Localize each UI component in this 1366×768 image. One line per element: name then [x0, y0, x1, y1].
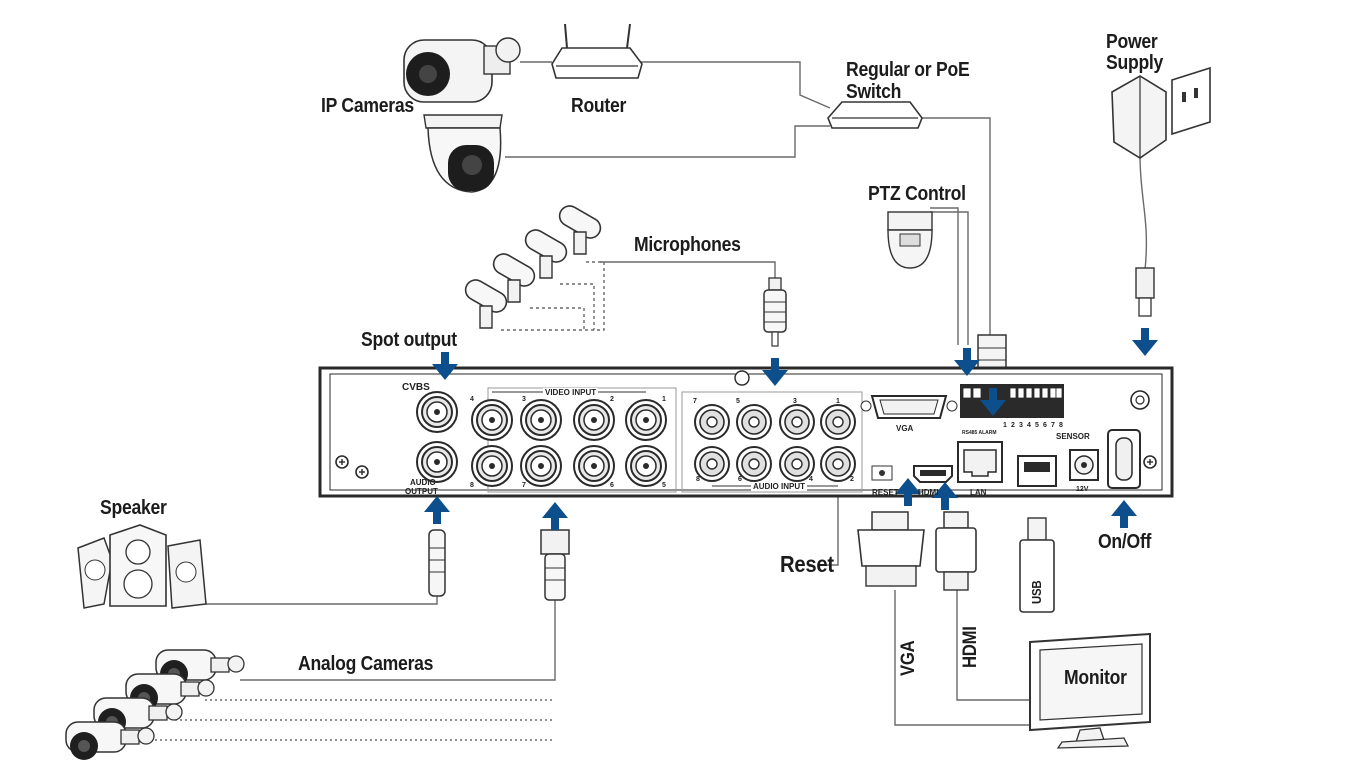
panel-power-rating: 12V — [1076, 486, 1089, 493]
dc-power-port[interactable] — [1069, 449, 1099, 481]
sensor-number: 2 — [1011, 422, 1015, 429]
audio-number: 1 — [836, 398, 840, 405]
panel-audio-output-line1: AUDIO — [410, 478, 436, 487]
label-hdmi-cable: HDMI — [960, 626, 981, 668]
audio-number: 5 — [736, 398, 740, 405]
label-speaker: Speaker — [100, 497, 167, 519]
power-switch[interactable] — [1107, 429, 1141, 489]
sensor-number: 8 — [1059, 422, 1063, 429]
label-microphones: Microphones — [634, 234, 741, 256]
rca-plug-icon — [763, 277, 787, 347]
label-power-supply-line1: Power — [1106, 31, 1158, 53]
microphones-icon — [461, 201, 605, 329]
ip-dome-camera-icon — [423, 114, 503, 193]
cvbs-port[interactable] — [416, 391, 458, 433]
panel-cvbs: CVBS — [402, 382, 430, 393]
label-switch-line1: Regular or PoE — [846, 59, 970, 81]
panel-lan: LAN — [970, 488, 987, 497]
usb-stick-icon — [1019, 517, 1055, 613]
ip-bullet-camera-icon — [403, 37, 521, 103]
label-on-off: On/Off — [1098, 531, 1152, 553]
router-icon — [551, 23, 643, 79]
label-vga-cable: VGA — [898, 640, 919, 676]
hdmi-plug-icon — [935, 511, 977, 591]
sensor-number: 6 — [1043, 422, 1047, 429]
panel-hdmi: HDMI — [918, 488, 939, 497]
usb-port[interactable] — [1017, 455, 1057, 487]
hdmi-port[interactable] — [913, 465, 953, 483]
panel-rs485: RS485 ALARM — [962, 430, 997, 436]
vga-plug-icon — [857, 511, 925, 587]
audio-number: 6 — [738, 476, 742, 483]
bnc-plug-icon — [540, 529, 570, 601]
audio-number: 2 — [850, 476, 854, 483]
monitor-icon — [1029, 632, 1151, 749]
ptz-camera-icon — [887, 211, 933, 269]
audio-number: 4 — [809, 476, 813, 483]
lan-port[interactable] — [957, 441, 1003, 483]
label-monitor: Monitor — [1064, 667, 1127, 689]
video-number: 6 — [610, 482, 614, 489]
label-switch-line2: Switch — [846, 81, 902, 103]
video-number: 3 — [522, 396, 526, 403]
panel-audio-input: AUDIO INPUT — [751, 482, 807, 491]
label-analog-cameras: Analog Cameras — [298, 653, 434, 675]
label-spot-output: Spot output — [361, 329, 457, 351]
reset-button[interactable] — [871, 465, 893, 481]
video-number: 8 — [470, 482, 474, 489]
video-number: 5 — [662, 482, 666, 489]
video-number: 2 — [610, 396, 614, 403]
panel-vga: VGA — [896, 424, 914, 433]
sensor-number: 7 — [1051, 422, 1055, 429]
audio-number: 8 — [696, 476, 700, 483]
label-usb: USB — [1029, 580, 1044, 604]
audio-output-port[interactable] — [416, 441, 458, 483]
connection-lines — [145, 61, 1148, 741]
label-router: Router — [571, 95, 627, 117]
terminal-block[interactable] — [960, 384, 1064, 418]
sensor-number: 3 — [1019, 422, 1023, 429]
video-number: 7 — [522, 482, 526, 489]
label-reset: Reset — [780, 551, 834, 577]
sensor-number: 1 — [1003, 422, 1007, 429]
switch-icon — [827, 101, 923, 129]
vga-port[interactable] — [860, 395, 958, 419]
panel-audio-output-line2: OUTPUT — [405, 487, 438, 496]
label-power-supply-line2: Supply — [1106, 52, 1164, 74]
panel-reset: RESET — [872, 488, 899, 497]
speaker-icon — [77, 524, 207, 609]
label-ptz-control: PTZ Control — [868, 183, 966, 205]
power-plug-icon — [1135, 267, 1155, 317]
video-number: 4 — [470, 396, 474, 403]
audio-number: 7 — [693, 398, 697, 405]
video-number: 1 — [662, 396, 666, 403]
audio-plug-icon — [428, 529, 446, 597]
power-adapter-icon — [1111, 75, 1167, 159]
sensor-number: 5 — [1035, 422, 1039, 429]
analog-cameras-icon — [65, 649, 245, 761]
audio-number: 3 — [793, 398, 797, 405]
panel-sensor: SENSOR — [1056, 432, 1090, 441]
label-ip-cameras: IP Cameras — [321, 95, 414, 117]
panel-video-input: VIDEO INPUT — [543, 388, 599, 397]
sensor-number: 4 — [1027, 422, 1031, 429]
wall-outlet-icon — [1171, 66, 1211, 136]
